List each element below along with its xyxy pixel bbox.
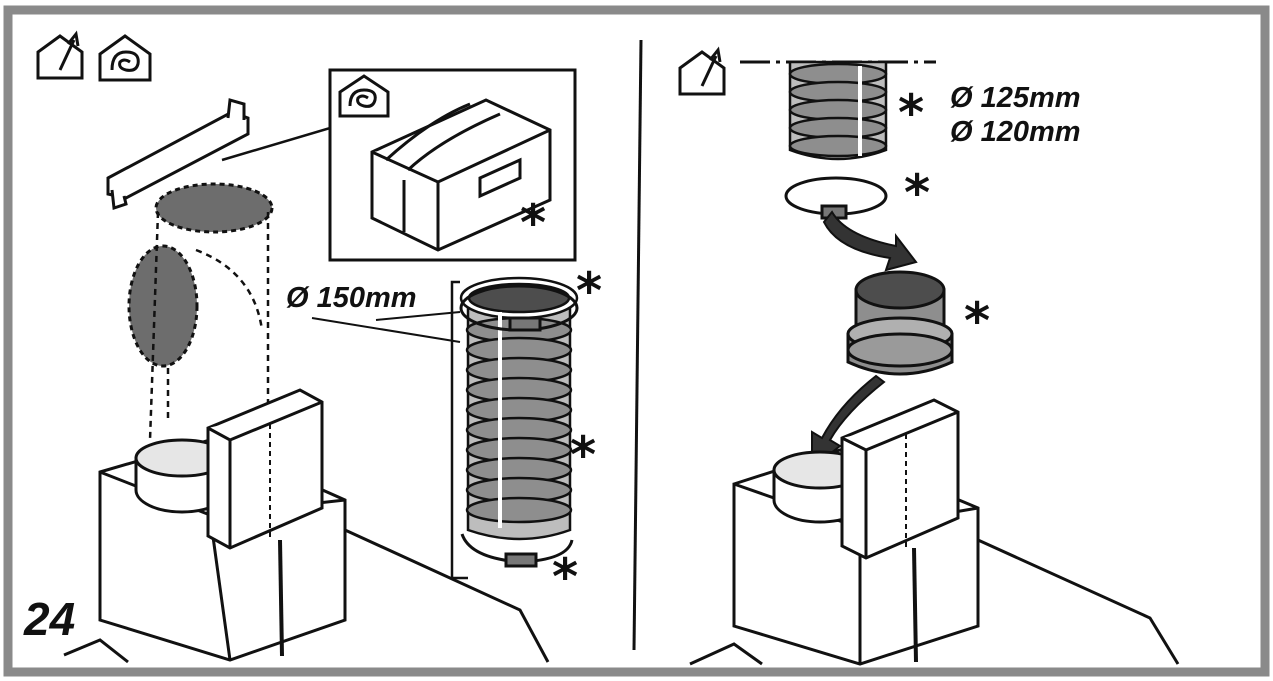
duct-bracket <box>450 280 468 580</box>
duct-diameter-label-125: Ø 125mm <box>950 82 1081 114</box>
diameter-leader <box>311 311 461 343</box>
arrow-adapter-to-collar <box>811 374 886 471</box>
hose-clip-right <box>784 176 888 220</box>
flap-box-right <box>840 398 960 560</box>
optional-marker: * <box>576 262 603 320</box>
deflector-unit <box>370 98 552 252</box>
optional-marker: * <box>520 194 547 252</box>
house-exhaust-icon <box>36 30 84 80</box>
flexible-duct-125 <box>788 60 888 161</box>
optional-marker: * <box>898 84 925 142</box>
optional-marker: * <box>904 164 931 222</box>
optional-marker: * <box>552 548 579 606</box>
house-recirculation-icon-detail <box>338 74 390 118</box>
house-recirculation-icon <box>98 34 152 82</box>
duct-diameter-label-150: Ø 150mm <box>286 282 417 314</box>
flexible-duct-150 <box>459 276 579 541</box>
arrow-clip-to-adapter <box>822 210 918 272</box>
flap-box-left <box>206 388 324 550</box>
ceiling-opening <box>154 182 274 234</box>
outer-frame <box>3 5 1270 677</box>
hose-clip-top <box>459 284 579 332</box>
hose-clip-bottom <box>460 533 574 568</box>
duct-diameter-label-120: Ø 120mm <box>950 116 1081 148</box>
optional-marker: * <box>964 292 991 350</box>
panel-divider <box>632 39 643 651</box>
house-exhaust-icon-right <box>678 46 726 96</box>
optional-marker: * <box>570 426 597 484</box>
wall-opening <box>127 244 199 368</box>
mounting-bracket <box>106 98 250 211</box>
reducer-adapter <box>846 270 954 376</box>
figure-number: 24 <box>24 593 76 645</box>
